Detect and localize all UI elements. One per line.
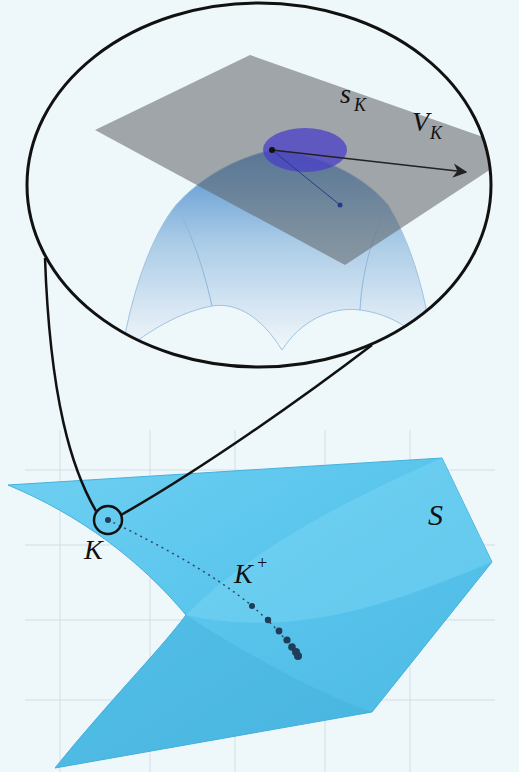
surface-shade — [55, 615, 372, 768]
point-label: K — [234, 560, 253, 588]
center-point — [269, 147, 275, 153]
surface-crease — [176, 205, 212, 306]
zoom-outline — [27, 3, 491, 367]
zoom-circle — [94, 506, 122, 534]
trajectory — [108, 520, 298, 656]
step-line — [272, 150, 340, 205]
surface-fold — [186, 458, 492, 623]
math-subscript: K — [354, 96, 366, 114]
math-subscript: K — [430, 124, 442, 142]
point-label: K — [84, 536, 103, 564]
math-superscript: + — [256, 554, 268, 572]
saddle-surface — [8, 458, 492, 768]
leader-line — [121, 345, 372, 515]
math-symbol: s — [340, 80, 351, 108]
step-point — [338, 203, 343, 208]
zoom-content — [95, 55, 519, 352]
math-symbol: V — [412, 108, 429, 136]
set-label: S — [428, 500, 443, 530]
direction-arrow — [272, 150, 466, 172]
iterate-dots — [105, 517, 302, 660]
